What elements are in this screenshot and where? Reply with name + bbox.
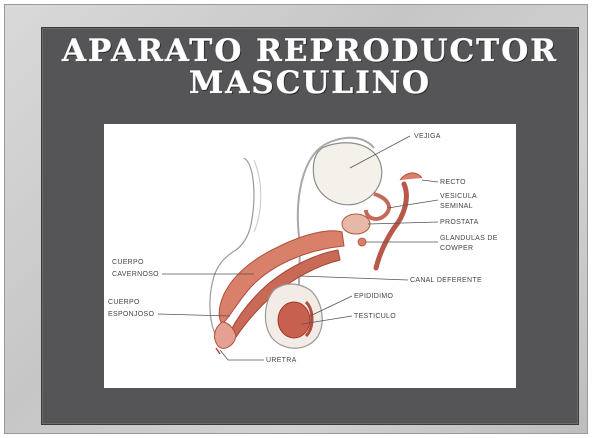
- leader-uretra: [220, 350, 264, 360]
- label-vesicula-2: SEMINAL: [440, 202, 473, 211]
- slide-title-line1: APARATO REPRODUCTOR: [42, 34, 578, 68]
- testicle: [278, 302, 310, 338]
- label-prostata: PROSTATA: [440, 218, 479, 227]
- label-canal-deferente: CANAL DEFERENTE: [410, 276, 482, 285]
- slide-frame: APARATO REPRODUCTOR MASCULINO: [4, 4, 588, 434]
- bladder: [313, 143, 381, 205]
- leader-canal: [300, 276, 408, 280]
- body-outline-inner: [254, 160, 261, 232]
- label-vejiga: VEJIGA: [414, 132, 441, 141]
- label-esponjoso-2: ESPONJOSO: [108, 310, 154, 319]
- leader-vesicula: [388, 200, 438, 208]
- label-vesicula-1: VESICULA: [440, 192, 477, 201]
- leader-recto: [422, 180, 438, 182]
- label-recto: RECTO: [440, 178, 466, 187]
- anatomy-illustration: [104, 124, 516, 388]
- label-esponjoso-1: CUERPO: [108, 298, 140, 307]
- rectum-top: [400, 173, 422, 180]
- label-cavernoso-1: CUERPO: [112, 258, 144, 267]
- label-testiculo: TESTICULO: [354, 312, 396, 321]
- leader-prostata: [368, 222, 438, 224]
- label-uretra: URETRA: [266, 356, 297, 365]
- cowper-gland: [358, 238, 366, 246]
- label-epididimo: EPIDIDIMO: [354, 292, 393, 301]
- slide: APARATO REPRODUCTOR MASCULINO: [41, 27, 579, 425]
- label-glandulas-2: COWPER: [440, 244, 473, 253]
- slide-title-line2: MASCULINO: [42, 66, 578, 100]
- label-glandulas-1: GLANDULAS DE: [440, 234, 498, 243]
- label-cavernoso-2: CAVERNOSO: [112, 270, 159, 279]
- anatomy-diagram: VEJIGA RECTO VESICULA SEMINAL PROSTATA G…: [104, 124, 516, 388]
- prostate: [342, 214, 370, 234]
- urethra-opening: [216, 348, 220, 354]
